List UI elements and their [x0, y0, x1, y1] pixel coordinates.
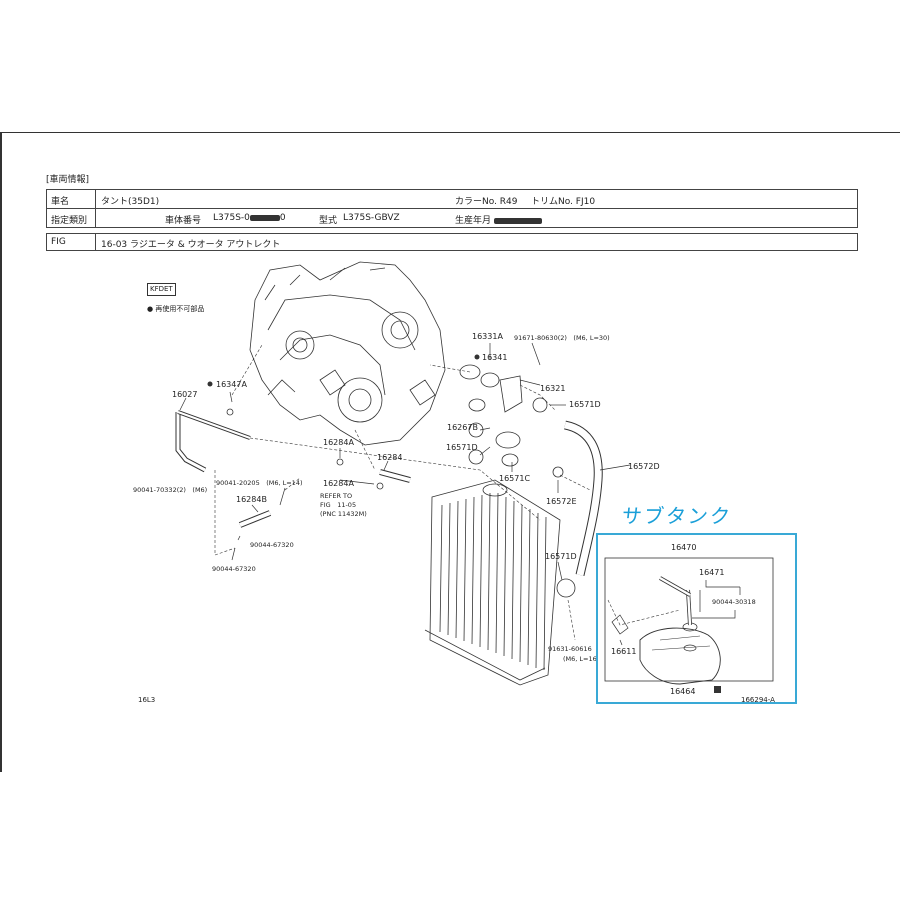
label-16284A-upper: 16284A [323, 438, 354, 447]
sheet-left-border [0, 132, 2, 772]
subtank-highlight-box [596, 533, 797, 704]
label-production-date: 生産年月 [455, 213, 542, 226]
section-title: [車両情報] [46, 175, 90, 185]
label-16571D-upper: 16571D [569, 400, 601, 409]
non-reusable-markers [207, 354, 480, 387]
label-16341: 16341 [482, 353, 507, 362]
engine-code-box: KFDET [147, 283, 176, 296]
redaction-mark [493, 217, 542, 224]
label-91631-60616: 91631-60616 [548, 645, 592, 653]
label-16571D-lower: 16571D [545, 552, 577, 561]
value-model: L375S-GBVZ [343, 213, 400, 223]
label-90044-67320-a: 90044-67320 [250, 541, 294, 549]
subtank-handwritten-annotation: サブタンク [620, 504, 734, 528]
label-16471: 16471 [699, 568, 724, 577]
label-model: 型式 [319, 216, 338, 226]
label-16611: 16611 [611, 647, 636, 656]
label-16284A-lower: 16284A [323, 479, 354, 488]
part-labels: 16331A 16341 91671-80630(2) (M6, L=30) 1… [133, 332, 756, 696]
label-16571D-middle: 16571D [446, 443, 478, 452]
label-16331A: 16331A [472, 332, 503, 341]
label-16571C: 16571C [499, 474, 530, 483]
fig-table: FIG 16-03 ラジエータ & ウオータ アウトレクト [46, 233, 858, 251]
vehicle-info-table: 車名 タント(35D1) カラーNo. R49 トリムNo. FJ10 指定類別… [46, 189, 858, 228]
label-16347A: 16347A [216, 380, 247, 389]
legend-non-reusable: ● 再使用不可部品 [147, 305, 205, 313]
value-vehicle-name: タント(35D1) [101, 197, 160, 207]
redaction-mark [249, 214, 280, 221]
label-refer-to: REFER TO [320, 492, 352, 500]
label-90044-67320-b: 90044-67320 [212, 565, 256, 573]
fig-label: FIG [51, 237, 66, 247]
figure-code: 16L3 [138, 696, 156, 704]
label-vehicle-name: 車名 [51, 197, 70, 207]
label-90041-20205: 90041-20205 (M6, L=14) [216, 479, 303, 487]
label-refer-fig: FIG 11-05 [320, 501, 356, 509]
leader-lines-solid [179, 342, 631, 581]
label-91671-80630: 91671-80630(2) (M6, L=30) [514, 334, 610, 342]
label-16464: 16464 [670, 687, 695, 696]
hoses-and-pipes [175, 364, 603, 598]
radiator-drawing [424, 479, 561, 686]
label-16572D: 16572D [628, 462, 660, 471]
label-90044-30318: 90044-30318 [712, 598, 756, 606]
label-vin: 車体番号 [165, 216, 202, 226]
color-number: カラーNo. R49 [455, 197, 518, 207]
sheet-top-border [0, 132, 900, 773]
label-90041-70332: 90041-70332(2) (M6) [133, 486, 207, 494]
label-designation-class: 指定類別 [51, 216, 88, 226]
engine-block-drawing [249, 261, 446, 446]
label-refer-pnc: (PNC 11432M) [320, 510, 367, 518]
fig-title: 16-03 ラジエータ & ウオータ アウトレクト [101, 240, 281, 250]
label-16027: 16027 [172, 390, 197, 399]
label-16284B: 16284B [236, 495, 267, 504]
label-16284: 16284 [377, 453, 402, 462]
trim-number: トリムNo. FJ10 [531, 197, 596, 207]
label-16572E: 16572E [546, 497, 577, 506]
figure-reference: 166294-A [741, 696, 775, 704]
label-16321: 16321 [540, 384, 565, 393]
label-16267B: 16267B [447, 423, 478, 432]
label-91631-spec: (M6, L=16 [563, 655, 597, 663]
label-16470: 16470 [671, 543, 696, 552]
subtank-detail [604, 557, 774, 693]
